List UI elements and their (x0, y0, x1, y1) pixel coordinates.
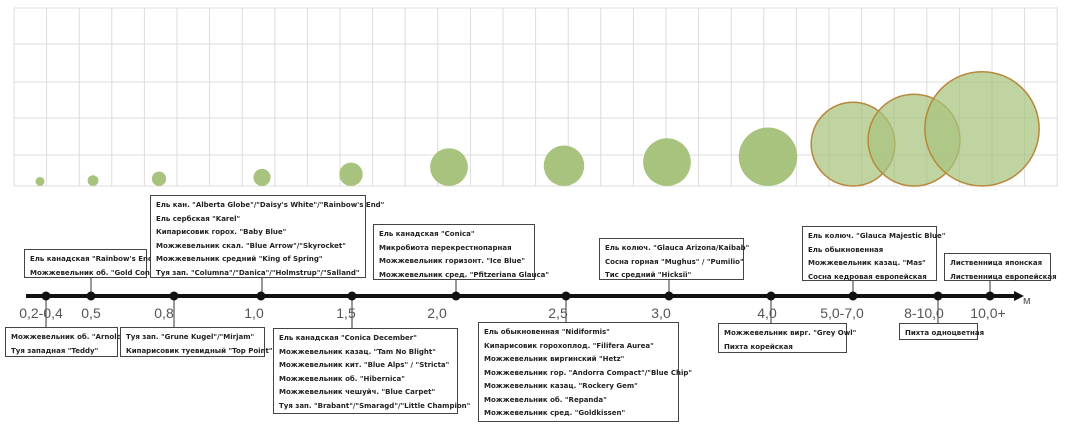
species-name: Можжевельник чешуйч. "Blue Carpet" (279, 388, 436, 396)
species-name: Лиственница европейская (950, 272, 1057, 281)
size-circles (35, 70, 1040, 187)
species-name: Ель сербская "Karel" (156, 214, 241, 223)
size-circle (35, 177, 45, 186)
species-name: Ель канадская "Conica" (379, 230, 475, 238)
axis-tick-label: 1,5 (336, 305, 356, 321)
species-name: Сосна кедровая европейская (808, 272, 927, 281)
species-name: Кипарисовик туевидный "Top Point" (126, 346, 273, 355)
species-name: Можжевельник кит. "Blue Alps" / "Stricta… (279, 361, 450, 369)
axis-tick-dot (766, 291, 776, 301)
species-name: Можжевельник казац. "Tam No Blight" (279, 347, 436, 356)
axis-arrow (1014, 291, 1024, 301)
species-name: Можжевельник средний "King of Spring" (156, 255, 323, 263)
species-name: Кипарисовик горохоплод. "Filifera Aurea" (484, 341, 654, 350)
species-name: Лиственница японская (950, 259, 1043, 267)
species-name: Можжевельник гор. "Andorra Compact"/"Blu… (484, 368, 693, 377)
species-name: Туя зап. "Brabant"/"Smaragd"/"Little Cha… (279, 401, 471, 410)
species-name: Ель колюч. "Glauca Arizona/Kaibab" (605, 244, 750, 252)
species-name: Можжевельник казац. "Rockery Gem" (484, 382, 638, 390)
species-name: Можжевельник казац. "Mas" (808, 259, 926, 267)
axis-tick-dot (561, 291, 571, 301)
axis-tick-label: 3,0 (651, 305, 671, 321)
species-box: Можжевельник вирг. "Grey Owl" Пихта корей… (718, 323, 857, 353)
species-box: Можжевельник об. "Arnold" Туя западная "T… (5, 327, 126, 357)
species-name: Можжевельник сред. "Pfitzeriana Glauca" (379, 270, 549, 279)
species-name: Микробиота перекрестнопарная (379, 243, 512, 252)
axis-tick-label: 4,0 (757, 305, 777, 321)
axis-tick-dot (985, 291, 995, 301)
axis-ticks: 0,2-0,4 0,5 0,8 1,0 1,5 2,0 2,5 3,0 4,0 5,0-7,0 8-… (19, 291, 1006, 321)
size-circle (924, 70, 1040, 187)
size-circle (253, 168, 271, 186)
axis-tick-dot (86, 291, 96, 301)
size-circle (643, 138, 691, 186)
species-box: Туя зап. "Grune Kugel"/"Mirjam" Кипарисов… (120, 327, 273, 357)
axis-tick-label: 2,5 (548, 305, 568, 321)
species-name: Можжевельник горизонт. "Ice Blue" (379, 257, 526, 265)
axis-tick-dot (664, 291, 674, 301)
species-name: Туя зап. "Grune Kugel"/"Mirjam" (126, 333, 255, 341)
axis-tick-label: 2,0 (427, 305, 447, 321)
species-name: Туя зап. "Columna"/"Danica"/"Holmstrup"/… (156, 268, 360, 277)
species-name: Можжевельник виргинский "Hetz" (484, 355, 625, 363)
axis-tick-label: 0,2-0,4 (19, 305, 63, 321)
species-name: Сосна горная "Mughus" / "Pumilio" (605, 257, 744, 266)
axis-tick-dot (933, 291, 943, 301)
species-name: Можжевельник об. "Gold Cone" (30, 268, 159, 277)
species-box: Ель колюч. "Glauca Majestic Blue" Ель обы… (802, 226, 946, 281)
species-name: Пихта корейская (724, 342, 793, 351)
species-name: Ель кан. "Alberta Globe"/"Daisy's White"… (156, 201, 385, 209)
size-circle (87, 175, 99, 187)
species-name: Ель колюч. "Glauca Majestic Blue" (808, 232, 946, 240)
size-circle (543, 145, 585, 186)
species-name: Можжевельник сред. "Goldkissen" (484, 409, 626, 417)
axis-tick-label: 1,0 (244, 305, 264, 321)
species-name: Ель обыкновенная "Nidiformis" (484, 328, 610, 336)
species-name: Ель канадская "Rainbow's End" (30, 255, 157, 263)
axis-tick-label: 8-10,0 (904, 305, 944, 321)
species-name: Можжевельник об. "Arnold" (11, 333, 126, 341)
species-name: Ель обыкновенная (808, 245, 884, 254)
axis-tick-label: 0,5 (81, 305, 101, 321)
axis-tick-label: 5,0-7,0 (820, 305, 864, 321)
species-box: Ель канадская "Conica December" Можжевель… (273, 328, 471, 414)
species-box: Пихта одноцветная (899, 323, 985, 340)
axis-tick-label: 10,0+ (970, 305, 1005, 321)
species-name: Можжевельник скал. "Blue Arrow"/"Skyrock… (156, 241, 346, 250)
species-name: Туя западная "Teddy" (11, 346, 99, 355)
axis-tick-label: 0,8 (154, 305, 174, 321)
species-name: Пихта одноцветная (905, 329, 985, 337)
axis-unit-label: м (1023, 295, 1031, 307)
axis-tick-dot (347, 291, 357, 301)
size-circle (738, 127, 798, 186)
species-box: Ель канадская "Rainbow's End" Можжевельни… (24, 249, 159, 278)
species-name: Тис средний "Hicksii" (605, 271, 692, 279)
species-box: Ель кан. "Alberta Globe"/"Daisy's White"… (150, 195, 385, 278)
axis-tick-dot (256, 291, 266, 301)
species-box: Ель колюч. "Glauca Arizona/Kaibab" Сосна … (599, 238, 750, 280)
axis-tick-dot (848, 291, 858, 301)
axis-tick-dot (41, 291, 51, 301)
species-box: Ель канадская "Conica" Микробиота перекре… (373, 224, 549, 280)
axis-tick-dot (451, 291, 461, 301)
species-name: Ель канадская "Conica December" (279, 334, 417, 342)
species-name: Можжевельник вирг. "Grey Owl" (724, 329, 857, 337)
species-box: Ель обыкновенная "Nidiformis" Кипарисовик… (478, 322, 693, 422)
size-circle (151, 171, 167, 186)
size-circle (430, 148, 468, 187)
size-circle (339, 162, 363, 186)
species-name: Можжевельник об. "Hibernica" (279, 374, 405, 383)
species-name: Кипарисовик горох. "Baby Blue" (156, 228, 287, 236)
axis-tick-dot (169, 291, 179, 301)
species-name: Можжевельник об. "Repanda" (484, 395, 607, 404)
